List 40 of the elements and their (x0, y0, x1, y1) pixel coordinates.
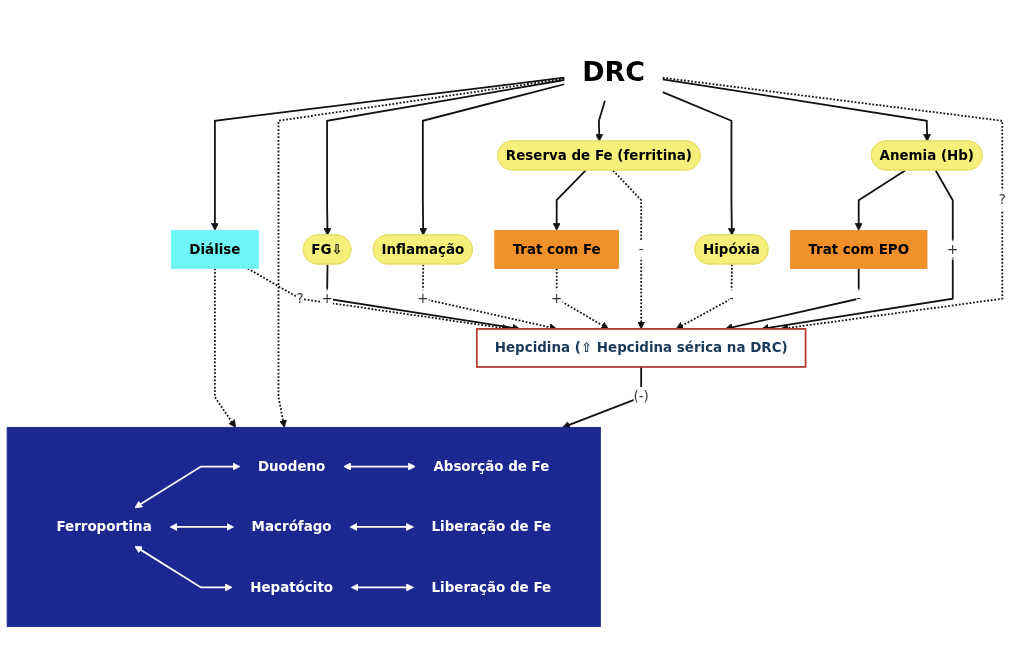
arrow (661, 91, 736, 236)
arrow (134, 462, 241, 509)
arrow (169, 523, 235, 531)
edge-label: + (551, 290, 563, 307)
edge-label: (-) (633, 388, 649, 405)
node-text: Duodeno (257, 458, 326, 475)
edge-label: + (417, 290, 429, 307)
node-box: Hepcidina (⇧ Hepcidina sérica na DRC) (475, 328, 807, 368)
edge-label: - (638, 241, 644, 258)
edge-label: + (947, 241, 959, 258)
arrow (552, 169, 587, 231)
edge-label: ? (296, 290, 304, 307)
node-box: Trat com EPO (789, 230, 928, 269)
cluster (6, 426, 601, 627)
arrow (214, 267, 236, 428)
arrow (562, 366, 643, 429)
node-text: Ferroportina (56, 518, 152, 535)
edge-label: + (321, 290, 333, 307)
node-text: Hepatócito (250, 579, 334, 596)
arrow (661, 78, 931, 142)
node-text: Absorção de Fe (433, 458, 550, 475)
node-text: Macrófago (251, 518, 332, 535)
arrow (210, 76, 566, 231)
arrow (134, 545, 233, 592)
node-box: Diálise (171, 230, 259, 269)
node-text: Liberação de Fe (431, 579, 552, 596)
arrow (595, 99, 606, 142)
arrow (854, 169, 906, 231)
arrow (323, 79, 566, 236)
arrow (349, 523, 414, 531)
edge-label: - (729, 290, 734, 307)
arrow (343, 462, 416, 471)
node-box: Trat com Fe (494, 230, 620, 269)
arrow (350, 583, 414, 592)
edge-label: - (856, 290, 862, 307)
edge-label: ? (998, 191, 1006, 209)
node-text: DRC (582, 55, 645, 88)
arrow (555, 267, 609, 330)
node-text: Liberação de Fe (431, 518, 552, 535)
arrow (419, 83, 566, 236)
